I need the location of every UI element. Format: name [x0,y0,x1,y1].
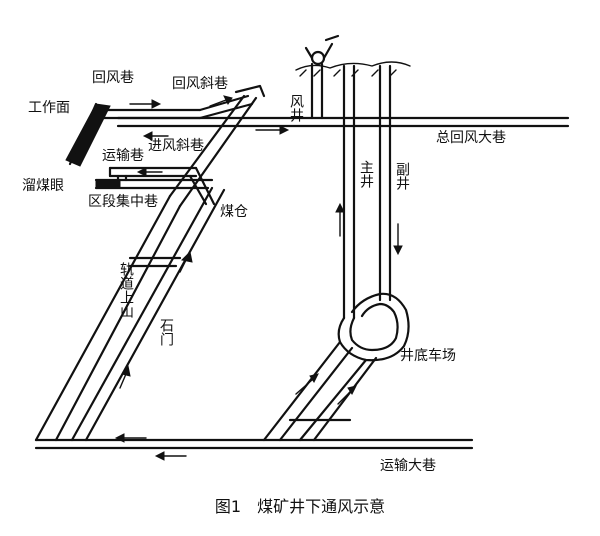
label-air-shaft: 风井 [288,94,304,123]
label-main-haulage-airway: 运输大巷 [380,458,436,474]
label-return-airway: 回风巷 [92,70,134,86]
label-crosscut: 石门 [158,318,174,347]
label-track-uphill: 轨道上山 [118,262,134,318]
return-airway [94,108,202,120]
label-transport-airway: 运输巷 [102,148,144,164]
label-main-return-airway: 总回风大巷 [436,130,506,146]
label-district-main-airway: 区段集中巷 [88,193,158,210]
figure-caption: 图1 煤矿井下通风示意 [215,497,385,516]
coal-bunker [188,166,216,206]
label-main-shaft: 主井 [358,160,374,189]
yard-inclines [262,340,378,442]
label-auxiliary-shaft: 副井 [394,162,410,191]
air-shaft-headframe [304,34,340,66]
label-shaft-bottom-yard: 井底车场 [400,347,456,364]
label-intake-incline: 进风斜巷 [148,138,204,154]
transport-airway [108,166,198,178]
label-working-face: 工作面 [28,100,70,116]
label-return-incline: 回风斜巷 [172,76,228,92]
label-coal-bunker: 煤仓 [220,204,248,220]
crosscut [70,186,226,442]
main-haulage-airway [34,438,474,450]
air-shaft [310,62,324,120]
auxiliary-shaft [378,64,392,302]
main-shaft [342,64,356,320]
return-incline [198,94,254,120]
working-face [65,102,111,167]
label-coal-chute: 溜煤眼 [22,178,64,194]
track-uphill [34,194,182,442]
coal-chute [116,174,128,182]
airflow-arrows [114,95,403,461]
